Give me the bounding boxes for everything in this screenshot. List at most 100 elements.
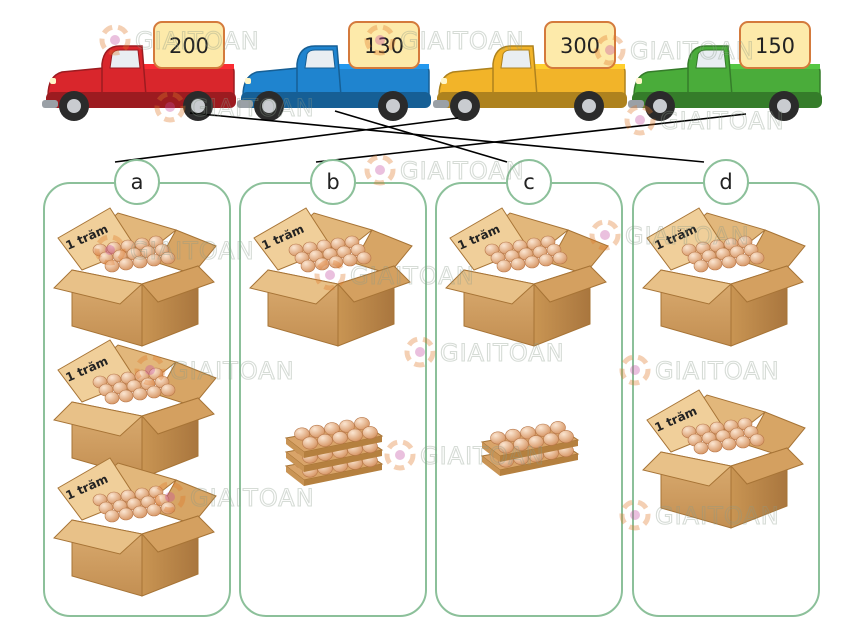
watermark-logo [594,34,626,66]
watermark-text: GIAITOAN [400,27,525,55]
egg [528,435,544,449]
egg [354,417,370,431]
truck-headlight [50,78,56,84]
box-front-flap [53,519,144,555]
egg [707,257,723,271]
box-front-flap [249,269,340,305]
egg-tray [484,235,568,273]
truck-value-label: 200 [153,21,225,69]
truck-hubcap [191,99,205,113]
watermark-logo [364,24,396,56]
truck-hood [47,67,107,97]
egg-tray [92,367,176,405]
watermark-logo [99,24,131,56]
watermark-text: GIAITOAN [655,357,780,385]
truck-value-label: 150 [739,21,811,69]
watermark-logo [619,354,651,386]
truck-yellow[interactable]: 300 [433,21,627,121]
egg [490,431,506,445]
egg [118,257,134,271]
egg [132,387,148,401]
giaitoan-watermark: GIAITOAN [619,499,779,531]
tray-edge [304,464,382,486]
truck-hubcap [386,99,400,113]
truck-hood [242,67,302,97]
egg [558,430,574,444]
truck-bed [531,65,626,97]
watermark-logo [364,154,396,186]
group-label-a: a [114,159,160,205]
truck-red[interactable]: 200 [42,21,236,121]
watermark-logo-core [375,35,385,45]
truck-bed [140,65,235,97]
truck-blue[interactable]: 130 [237,21,431,121]
value-tag [153,21,225,69]
group-contents-b: 1 trăm [249,207,413,486]
truck-value: 150 [755,34,795,58]
tray-edge-left [482,456,500,476]
egg [118,507,134,521]
group-letter: a [131,170,144,194]
watermark-text: GIAITOAN [350,262,475,290]
hundred-egg-box: 1 trăm [445,207,609,347]
tray-edge [304,436,382,458]
letter-circle [506,159,552,205]
truck-headlight [636,78,642,84]
watermark-logo-core [630,365,640,375]
watermark-text: GIAITOAN [440,339,565,367]
egg [104,259,120,273]
watermark-logo [154,481,186,513]
watermark-logo-core [605,45,615,55]
egg [513,437,529,451]
box-front-flap [53,269,144,305]
hundred-egg-box: 1 trăm [642,389,806,529]
egg [524,255,540,269]
tray-edge [500,440,578,462]
watermark-text: GIAITOAN [660,107,785,135]
truck-headlight [441,78,447,84]
egg [749,433,765,447]
box-side-flap [730,447,804,485]
egg [505,428,521,442]
egg [309,424,325,438]
egg [146,385,162,399]
truck-hood [633,67,693,97]
truck-value: 200 [169,34,209,58]
giaitoan-watermark: GIAITOAN [384,439,545,471]
giaitoan-watermark: GIAITOAN [624,104,785,136]
egg [356,251,372,265]
watermark-text: GIAITOAN [190,94,315,122]
egg [707,439,723,453]
watermark-logo-core [415,347,425,357]
watermark-logo [94,234,126,266]
watermark-text: GIAITOAN [170,357,295,385]
egg [317,433,333,447]
giaitoan-watermark: GIAITOAN [314,259,475,291]
box-front-flap [642,269,733,305]
egg [496,259,512,273]
truck-bumper [237,100,253,108]
egg [300,259,316,273]
box-side-flap [533,265,607,303]
egg [693,441,709,455]
watermark-logo-core [375,165,385,175]
truck-window [695,49,727,69]
letter-circle [310,159,356,205]
egg [160,383,176,397]
watermark-text: GIAITOAN [400,157,525,185]
tray-edge [500,454,578,476]
truck-value: 130 [364,34,404,58]
truck-value: 300 [560,34,600,58]
truck-hubcap [262,99,276,113]
watermark-text: GIAITOAN [420,442,545,470]
truck-green[interactable]: 150 [628,21,822,121]
box-front-flap [445,269,536,305]
watermark-text: GIAITOAN [135,27,260,55]
egg [328,255,344,269]
egg [146,253,162,267]
egg [735,253,751,267]
watermark-logo-core [165,492,175,502]
egg-tray [681,417,765,455]
